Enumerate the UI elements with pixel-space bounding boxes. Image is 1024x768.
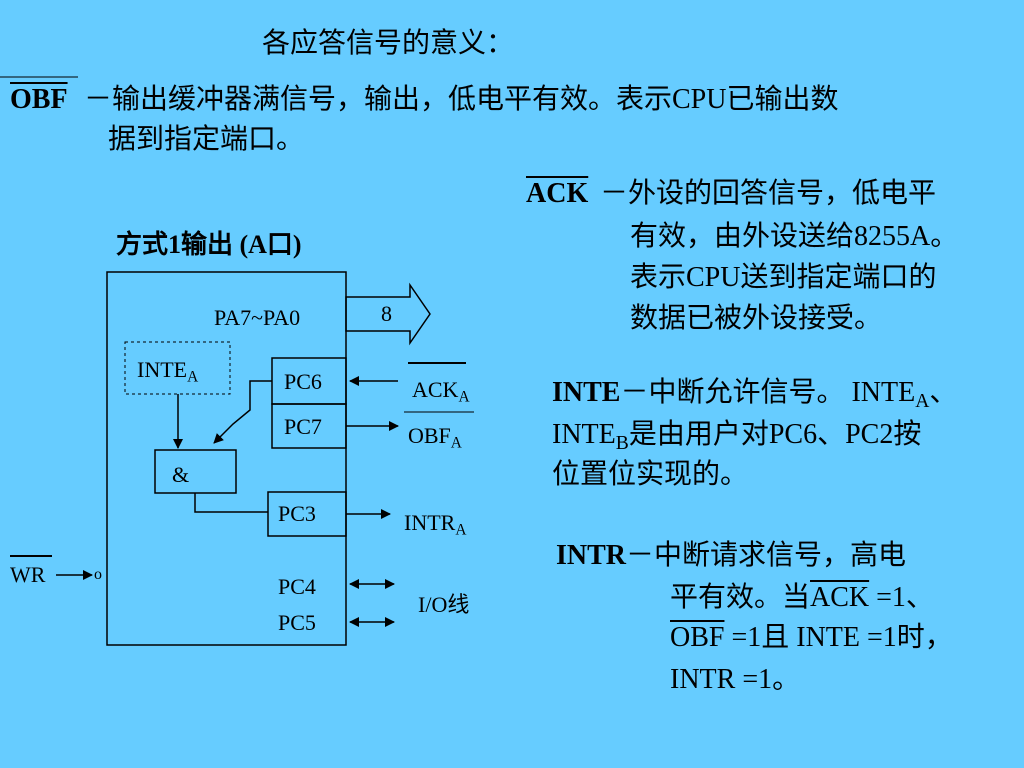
obf-signal-label: OBFA xyxy=(408,423,462,457)
intr-signal-sub: A xyxy=(455,521,467,539)
port-label: PA7~PA0 xyxy=(214,305,301,330)
ack-signal-text: ACK xyxy=(412,377,459,402)
pc4-label: PC4 xyxy=(278,574,316,599)
pc7-label: PC7 xyxy=(284,414,322,439)
pc6-to-and-wire xyxy=(213,380,272,444)
intr-desc-text1: －中断请求信号，高电 xyxy=(626,540,907,571)
bus-arrow xyxy=(345,282,431,346)
inte-label-sub: A xyxy=(187,368,199,386)
ack-term: ACK xyxy=(526,174,588,214)
pc3-label: PC3 xyxy=(278,501,316,526)
intr-ack-ref: ACK xyxy=(810,582,870,613)
ack-desc-line2: 有效，由外设送给8255A。 xyxy=(630,221,959,252)
wr-label: WR xyxy=(10,562,46,587)
obf-term-text: OBF xyxy=(10,84,68,115)
ack-desc-line3: 表示CPU送到指定端口的 xyxy=(630,262,937,293)
intr-desc-line1: INTR－中断请求信号，高电 xyxy=(556,536,906,576)
inte-term: INTE xyxy=(552,377,621,408)
and-gate-box xyxy=(154,449,237,494)
pc5-label: PC5 xyxy=(278,610,316,635)
and-to-pc3-wire xyxy=(194,493,268,513)
inte-desc-line3: 位置位实现的。 xyxy=(552,459,749,490)
ack-signal-label: ACKA xyxy=(412,377,470,411)
intr-signal-text: INTR xyxy=(404,510,456,535)
intr-desc-line4: INTR =1。 xyxy=(670,664,801,695)
intr-desc-text2b: =1、 xyxy=(869,582,934,613)
inte-sub-b: B xyxy=(615,432,629,454)
bus-width-label: 8 xyxy=(381,301,392,326)
obf-term: OBF xyxy=(10,80,68,120)
intr-desc-text2: 平有效。当 xyxy=(670,582,811,613)
inte-b-term: INTE xyxy=(552,419,616,450)
inte-label-text: INTE xyxy=(137,357,188,382)
pc6-label: PC6 xyxy=(284,369,322,394)
and-gate-label: & xyxy=(172,462,190,487)
wr-bubble: o xyxy=(94,566,102,583)
inte-sep: 、 xyxy=(929,377,958,408)
inte-desc-text2: 是由用户对PC6、PC2按 xyxy=(628,419,922,450)
inte-desc-line1: INTE－中断允许信号。 INTEA、 xyxy=(552,373,957,422)
intr-obf-ref: OBF xyxy=(670,622,725,653)
intr-desc-line3: OBF =1且 INTE =1时， xyxy=(670,618,953,658)
intr-term: INTR xyxy=(556,540,627,571)
diagram-title: 方式1输出 (A口) xyxy=(116,230,302,259)
inte-desc-text1: －中断允许信号。 INTE xyxy=(620,377,916,408)
inte-label: INTEA xyxy=(137,357,198,391)
obf-desc-line1: －输出缓冲器满信号，输出，低电平有效。表示CPU已输出数 xyxy=(84,84,839,115)
ack-term-text: ACK xyxy=(526,178,589,209)
inte-box xyxy=(124,341,231,395)
intr-desc-text3: =1且 INTE =1时， xyxy=(724,622,953,653)
ack-signal-sub: A xyxy=(458,388,470,406)
intr-signal-label: INTRA xyxy=(404,510,466,544)
inte-desc-line2: INTEB是由用户对PC6、PC2按 xyxy=(552,415,921,464)
intr-desc-line2: 平有效。当ACK =1、 xyxy=(670,578,934,618)
obf-signal-text: OBF xyxy=(408,423,451,448)
page-heading: 各应答信号的意义： xyxy=(262,28,515,59)
chip-box xyxy=(106,271,347,646)
inte-sub-a: A xyxy=(915,390,930,412)
io-line-label: I/O线 xyxy=(418,592,470,617)
obf-signal-sub: A xyxy=(450,434,462,452)
ack-desc-line1: －外设的回答信号，低电平 xyxy=(600,178,937,209)
obf-desc-line2: 据到指定端口。 xyxy=(108,124,305,155)
ack-desc-line4: 数据已被外设接受。 xyxy=(630,303,883,334)
